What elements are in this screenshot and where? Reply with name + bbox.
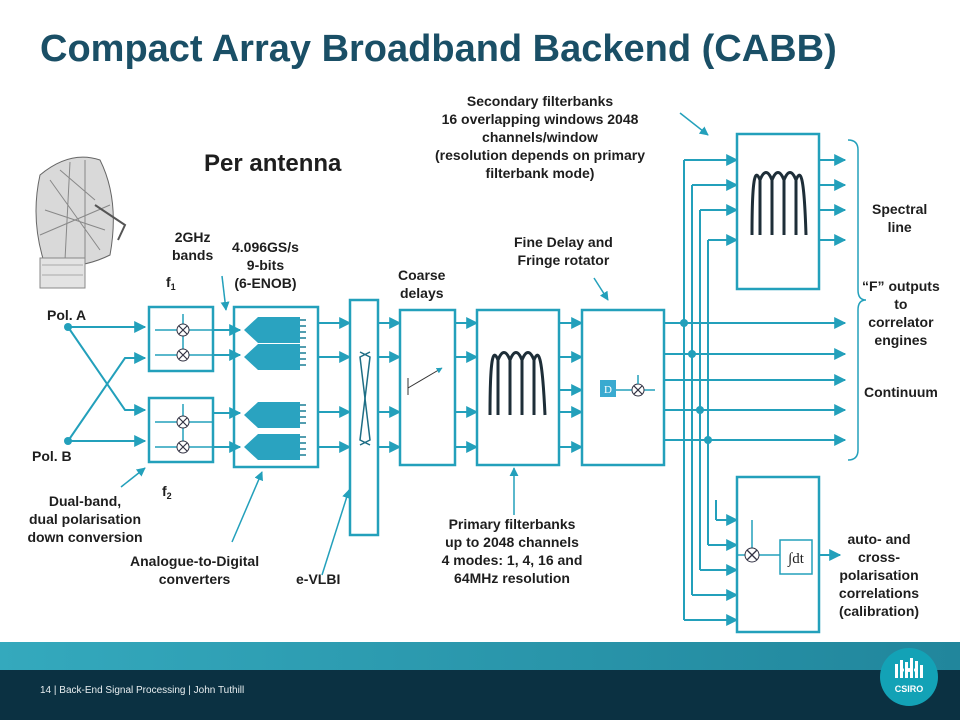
ghz-bands-label: 2GHz bands xyxy=(172,229,214,263)
adc-box xyxy=(232,305,320,469)
fine-delay-box xyxy=(580,308,666,467)
spectral-line-label: Spectral line xyxy=(872,201,928,235)
pol-inputs xyxy=(67,321,147,447)
pol-b-label: Pol. B xyxy=(32,448,72,464)
auto-cross-label: auto- and cross- polarisation correlatio… xyxy=(838,531,920,619)
junction-dots xyxy=(680,319,712,444)
secondary-fb-pointer xyxy=(679,112,709,136)
footer-band xyxy=(0,642,960,672)
dc-to-adc-lines xyxy=(213,324,242,453)
csiro-logo-icon: CSIRO xyxy=(880,648,938,706)
integrator-icon: ∫dt xyxy=(787,551,805,567)
evlbi-pointer xyxy=(321,489,351,576)
pol-b-node xyxy=(64,437,72,445)
pol-a-label: Pol. A xyxy=(47,307,87,323)
per-antenna-label: Per antenna xyxy=(204,150,342,177)
delay-d-label: D xyxy=(604,384,612,396)
f2-label: f2 xyxy=(162,483,172,501)
continuum-label: Continuum xyxy=(864,384,938,400)
downconverter-box-1 xyxy=(147,305,215,373)
adc-output-lines xyxy=(318,317,352,453)
dual-band-pointer xyxy=(120,467,146,488)
primary-filterbanks-label: Primary filterbanks up to 2048 channels … xyxy=(441,516,583,586)
variable-delay-icon xyxy=(407,367,443,389)
coarse-to-primary-lines xyxy=(455,317,479,453)
dual-band-label: Dual-band, dual polarisation down conver… xyxy=(27,493,143,545)
delay-d-box xyxy=(600,380,616,397)
footer-text: 14 | Back-End Signal Processing | John T… xyxy=(40,685,245,696)
feed-lines xyxy=(683,160,709,620)
page-number: 14 xyxy=(40,685,52,696)
adc-icons xyxy=(244,317,306,460)
antenna-icon xyxy=(35,156,127,289)
coarse-delays-label: Coarse delays xyxy=(398,267,446,301)
to-secondary-lines xyxy=(684,154,739,246)
primary-to-fine-lines xyxy=(559,317,584,453)
outputs-brace xyxy=(847,139,867,461)
secondary-output-lines xyxy=(819,154,847,246)
evlbi-label: e-VLBI xyxy=(296,571,341,587)
author-name: John Tuthill xyxy=(193,685,245,696)
secondary-filterbanks-label: Secondary filterbanks 16 overlapping win… xyxy=(434,93,646,181)
pol-a-node xyxy=(64,323,72,331)
evlbi-to-coarse-lines xyxy=(378,317,402,453)
fine-delay-label: Fine Delay and Fringe rotator xyxy=(514,234,613,268)
section-name: Back-End Signal Processing xyxy=(59,685,186,696)
to-correlator-lines xyxy=(684,500,739,626)
secondary-filterbank-box xyxy=(735,132,821,291)
downconverter-box-2 xyxy=(147,396,215,464)
fine-delay-pointer xyxy=(593,277,609,301)
adc-label: Analogue-to-Digital converters xyxy=(130,553,260,587)
primary-filterbank-box xyxy=(475,308,561,467)
filterbank-response-icon xyxy=(488,351,547,416)
adc-pointer xyxy=(231,471,263,543)
bands-pointer xyxy=(220,275,230,311)
page-title: Compact Array Broadband Backend (CABB) xyxy=(40,28,837,70)
adc-spec-label: 4.096GS/s 9-bits (6-ENOB) xyxy=(232,239,299,291)
f1-label: f1 xyxy=(166,274,176,292)
secondary-response-icon xyxy=(750,171,808,236)
cabb-block-diagram: D xyxy=(35,112,867,634)
f-outputs-label: “F” outputs to correlator engines xyxy=(862,278,940,348)
integrator-box xyxy=(779,539,813,575)
mixer-circles xyxy=(176,323,190,454)
coarse-delay-box xyxy=(398,308,457,467)
evlbi-box xyxy=(348,298,380,537)
footer-bar xyxy=(0,670,960,720)
